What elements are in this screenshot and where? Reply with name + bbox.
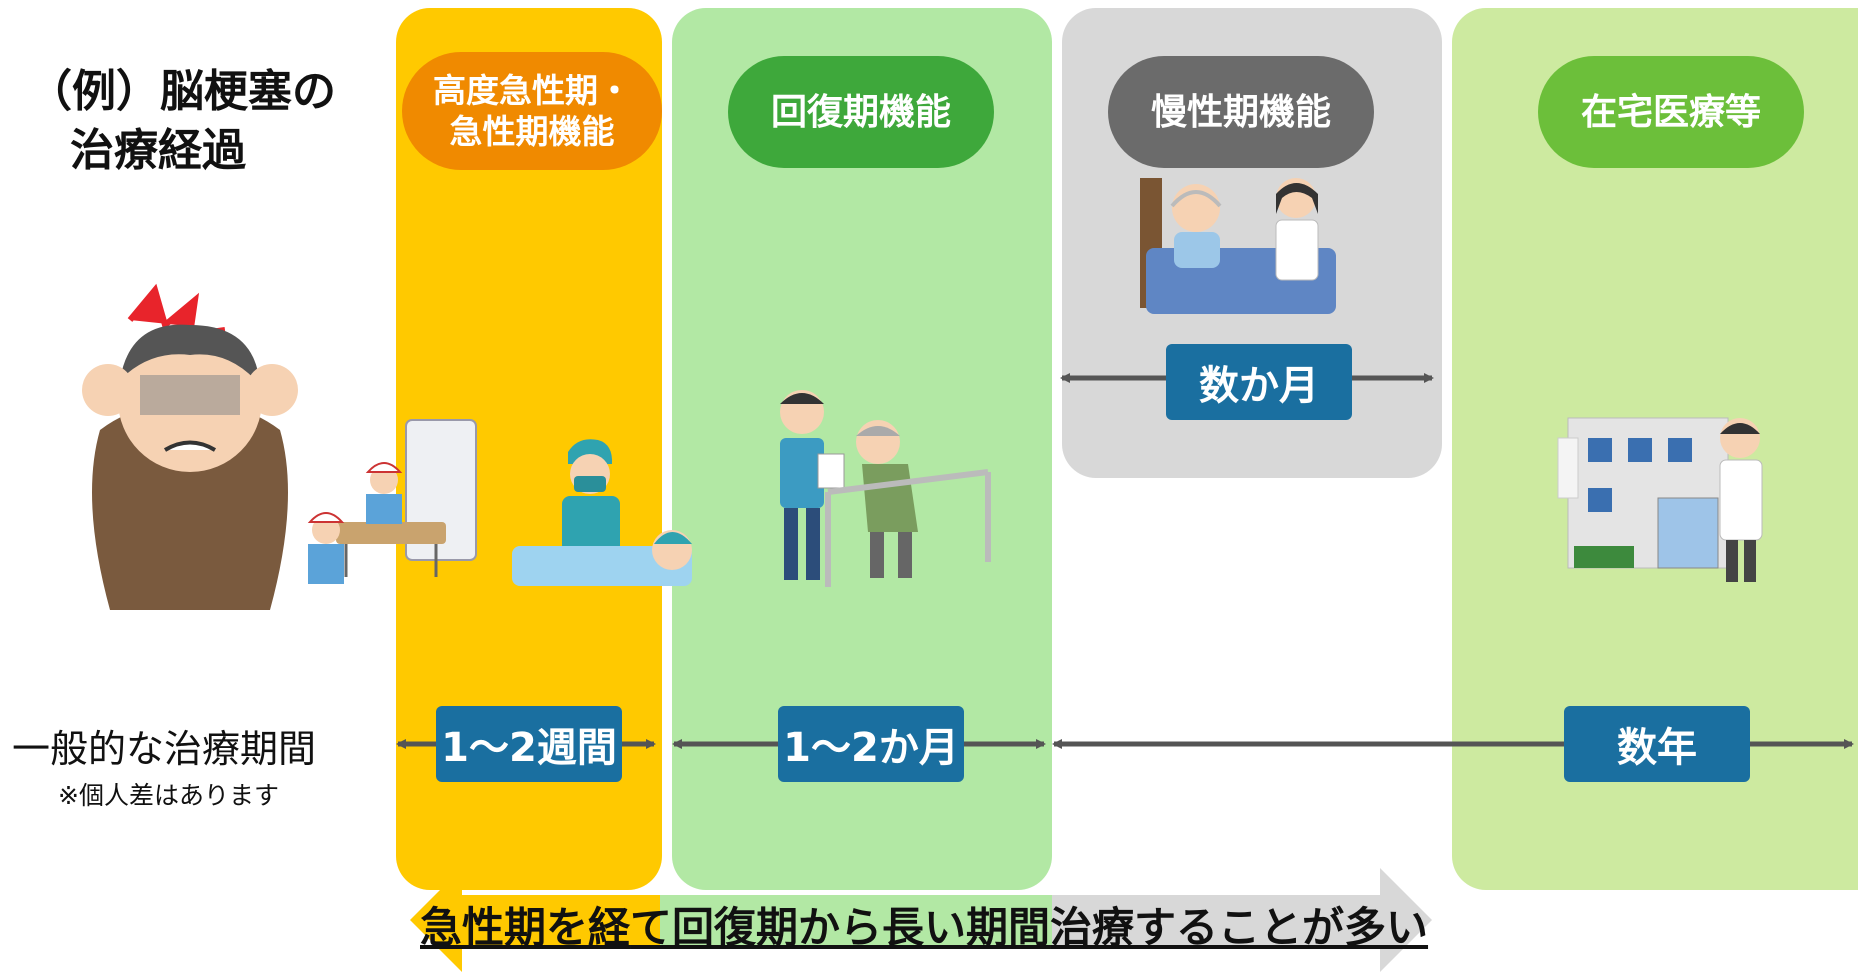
- recovery-duration-box: 1〜2か月: [778, 706, 964, 782]
- bottom-message-recovery: て回復期から長い期間: [630, 903, 1051, 952]
- title-line1: （例）脳梗塞の: [28, 66, 336, 117]
- recovery-phase-label: 回復期機能: [728, 56, 994, 168]
- bottom-arrow-left-head: [410, 868, 462, 972]
- bottom-arrow-rest-band: [1052, 895, 1382, 945]
- bottom-arrow-right-head: [1380, 868, 1432, 972]
- page-title: （例）脳梗塞の 治療経過: [28, 62, 336, 181]
- chronic-duration-box: 数か月: [1166, 344, 1352, 420]
- title-line2: 治療経過: [70, 125, 246, 177]
- bottom-arrow-recovery-band: [660, 895, 1052, 945]
- chronic-phase-label: 慢性期機能: [1108, 56, 1374, 168]
- acute-phase-label: 高度急性期・ 急性期機能: [402, 52, 662, 170]
- headache-patient-illustration: [82, 283, 298, 610]
- home-care-label: 在宅医療等: [1538, 56, 1804, 168]
- bottom-message-rest: 治療することが多い: [1050, 903, 1429, 952]
- clinic-doctor-illustration: [1557, 417, 1763, 582]
- acute-label-line2: 急性期機能: [449, 112, 615, 151]
- period-note: ※個人差はあります: [58, 781, 279, 810]
- rehab-walking-illustration: [780, 390, 991, 587]
- home-duration-box: 数年: [1564, 706, 1750, 782]
- bottom-arrow-acute-band: [460, 895, 660, 945]
- surgeon-patient-illustration: [512, 439, 692, 586]
- acute-duration-box: 1〜2週間: [436, 706, 622, 782]
- period-label: 一般的な治療期間: [12, 727, 317, 771]
- ambulance-stretcher-illustration: [307, 419, 477, 584]
- nurse-elderly-bed-illustration: [1140, 178, 1336, 314]
- bottom-message: 急性期を経て回復期から長い期間治療することが多い: [420, 894, 1428, 955]
- bottom-message-acute: 急性期を経: [420, 903, 631, 952]
- acute-label-line1: 高度急性期・: [433, 70, 631, 110]
